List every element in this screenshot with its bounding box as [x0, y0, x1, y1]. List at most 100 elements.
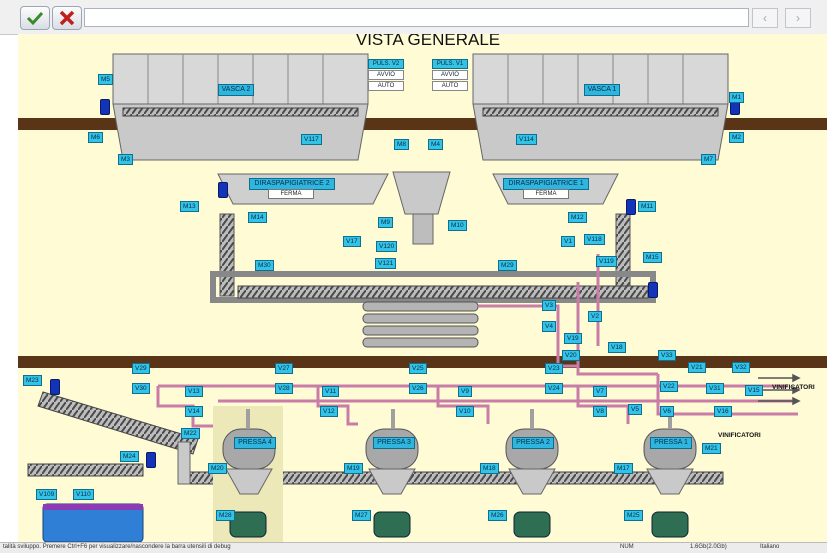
valve-v17-label[interactable]: V17 [343, 236, 361, 247]
motor-m8-label[interactable]: M8 [394, 139, 410, 150]
motor-m6-label[interactable]: M6 [88, 132, 104, 143]
motor-m12-label[interactable]: M12 [568, 212, 587, 223]
valve-v20-label[interactable]: V20 [562, 350, 580, 361]
valve-v10-label[interactable]: V10 [456, 406, 474, 417]
motor-m5-body[interactable] [100, 99, 110, 115]
motor-m24-body[interactable] [146, 452, 156, 468]
motor-m13-body[interactable] [218, 182, 228, 198]
valve-v14-label[interactable]: V14 [185, 406, 203, 417]
puls-v2-auto-button[interactable]: AUTO [368, 81, 404, 91]
valve-v110-label[interactable]: V110 [73, 489, 94, 500]
motor-m21-label[interactable]: M21 [702, 443, 721, 454]
motor-m15-body[interactable] [648, 282, 658, 298]
motor-m11-body[interactable] [626, 199, 636, 215]
press-4-label[interactable]: PRESSA 4 [234, 437, 276, 449]
address-field[interactable] [84, 8, 749, 27]
motor-m5-label[interactable]: M5 [98, 74, 114, 85]
valve-v1-label[interactable]: V1 [561, 236, 575, 247]
valve-v2-label[interactable]: V2 [588, 311, 602, 322]
valve-v28-label[interactable]: V28 [275, 383, 293, 394]
puls-v1-panel: PULS. V1 AVVIO AUTO [432, 58, 468, 91]
valve-v33-label[interactable]: V33 [658, 350, 676, 361]
valve-v9-label[interactable]: V9 [458, 386, 472, 397]
motor-m30-label[interactable]: M30 [255, 260, 274, 271]
valve-v8-label[interactable]: V8 [593, 406, 607, 417]
valve-v3-label[interactable]: V3 [542, 300, 556, 311]
valve-v16-label[interactable]: V16 [714, 406, 732, 417]
valve-v120-label[interactable]: V120 [376, 241, 398, 252]
motor-m28-label[interactable]: M28 [216, 510, 235, 521]
valve-v22-label[interactable]: V22 [660, 381, 678, 392]
motor-m4-label[interactable]: M4 [428, 139, 444, 150]
motor-m10-label[interactable]: M10 [448, 220, 467, 231]
vasca-1-label[interactable]: VASCA 1 [584, 84, 620, 96]
motor-m23-body[interactable] [50, 379, 60, 395]
puls-v2-title: PULS. V2 [368, 59, 404, 69]
valve-v5-label[interactable]: V5 [628, 404, 642, 415]
valve-v12-label[interactable]: V12 [320, 406, 338, 417]
pomace-conveyor-left [27, 463, 144, 477]
valve-v18-label[interactable]: V18 [608, 342, 626, 353]
motor-m3-label[interactable]: M3 [118, 154, 134, 165]
forward-button[interactable]: › [785, 8, 811, 28]
motor-m2-label[interactable]: M2 [729, 132, 745, 143]
puls-v2-panel: PULS. V2 AVVIO AUTO [368, 58, 404, 91]
motor-m19-label[interactable]: M19 [344, 463, 363, 474]
valve-v117-label[interactable]: V117 [301, 134, 322, 145]
valve-v19-label[interactable]: V19 [564, 333, 582, 344]
vasca-2-label[interactable]: VASCA 2 [218, 84, 254, 96]
motor-m13-label[interactable]: M13 [180, 201, 199, 212]
valve-v7-label[interactable]: V7 [593, 386, 607, 397]
press-1-label[interactable]: PRESSA 1 [650, 437, 692, 449]
valve-v21-label[interactable]: V21 [688, 362, 706, 373]
valve-v6-label[interactable]: V6 [660, 406, 674, 417]
puls-v1-avvio-button[interactable]: AVVIO [432, 70, 468, 80]
valve-v24-label[interactable]: V24 [545, 383, 563, 394]
valve-v121-label[interactable]: V121 [375, 258, 397, 269]
valve-v26-label[interactable]: V26 [409, 383, 427, 394]
valve-v32-label[interactable]: V32 [732, 362, 750, 373]
status-message: talità sviluppo. Premere Ctrl+F6 per vis… [3, 544, 231, 550]
press-3-label[interactable]: PRESSA 3 [373, 437, 415, 449]
check-icon [26, 11, 44, 26]
motor-m11-label[interactable]: M11 [638, 201, 657, 212]
press-2-label[interactable]: PRESSA 2 [512, 437, 554, 449]
toolbar: ‹ › [0, 0, 827, 35]
back-button[interactable]: ‹ [752, 8, 778, 28]
central-hopper [392, 171, 451, 215]
motor-m7-label[interactable]: M7 [701, 154, 717, 165]
memory-indicator: 1.6Gb(2.0Gb) [690, 544, 727, 550]
motor-m25-label[interactable]: M25 [624, 510, 643, 521]
valve-v13-label[interactable]: V13 [185, 386, 203, 397]
puls-v2-avvio-button[interactable]: AVVIO [368, 70, 404, 80]
motor-m18-label[interactable]: M18 [480, 463, 499, 474]
motor-m22-label[interactable]: M22 [181, 428, 200, 439]
motor-m26-label[interactable]: M26 [488, 510, 507, 521]
valve-v114-label[interactable]: V114 [516, 134, 537, 145]
valve-v109-label[interactable]: V109 [36, 489, 58, 500]
motor-m15-label[interactable]: M15 [643, 252, 662, 263]
motor-m24-label[interactable]: M24 [120, 451, 139, 462]
motor-m14-label[interactable]: M14 [248, 212, 267, 223]
valve-v23-label[interactable]: V23 [545, 363, 563, 374]
motor-m1-label[interactable]: M1 [729, 92, 745, 103]
valve-v30-label[interactable]: V30 [132, 383, 150, 394]
valve-v118-label[interactable]: V118 [584, 234, 605, 245]
valve-v4-label[interactable]: V4 [542, 321, 556, 332]
motor-m20-label[interactable]: M20 [208, 463, 227, 474]
valve-v119-label[interactable]: V119 [596, 256, 617, 267]
puls-v1-auto-button[interactable]: AUTO [432, 81, 468, 91]
confirm-button[interactable] [20, 6, 50, 30]
motor-m23-label[interactable]: M23 [23, 375, 42, 386]
cancel-button[interactable] [52, 6, 82, 30]
motor-m17-label[interactable]: M17 [614, 463, 633, 474]
valve-v27-label[interactable]: V27 [275, 363, 293, 374]
motor-m27-label[interactable]: M27 [352, 510, 371, 521]
motor-m9-label[interactable]: M9 [378, 217, 394, 228]
valve-v15-label[interactable]: V15 [745, 385, 763, 396]
valve-v25-label[interactable]: V25 [409, 363, 427, 374]
valve-v11-label[interactable]: V11 [322, 386, 340, 397]
valve-v29-label[interactable]: V29 [132, 363, 150, 374]
valve-v31-label[interactable]: V31 [706, 383, 724, 394]
motor-m29-label[interactable]: M29 [498, 260, 517, 271]
